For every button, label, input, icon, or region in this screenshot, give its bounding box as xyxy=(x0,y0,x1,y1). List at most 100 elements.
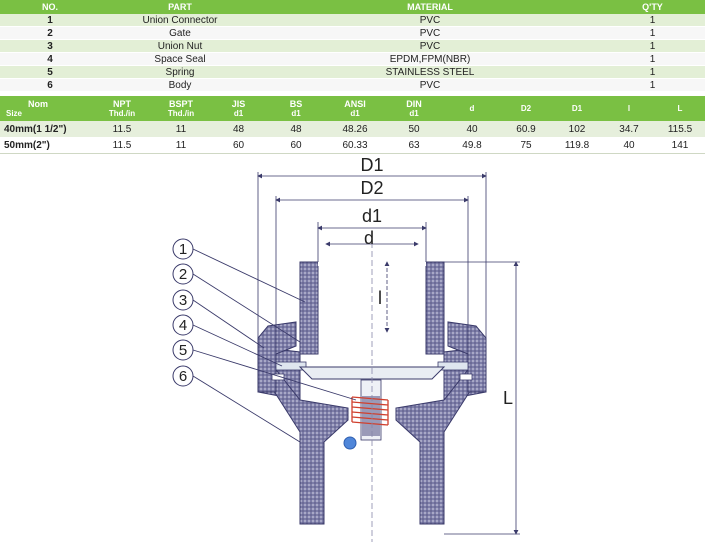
dim-label-D1: D1 xyxy=(360,155,383,175)
table-row: 5 Spring STAINLESS STEEL 1 xyxy=(0,65,705,79)
callout-3: 3 xyxy=(172,289,194,311)
dim-label-d: d xyxy=(364,228,374,248)
callout-4: 4 xyxy=(172,314,194,336)
callout-label: 5 xyxy=(179,342,187,359)
size-header-top: ANSI xyxy=(344,98,366,109)
size-header-top: DIN xyxy=(406,98,422,109)
part-qty: 1 xyxy=(600,78,705,92)
part-name: Union Connector xyxy=(100,14,260,27)
header-no: NO. xyxy=(0,0,100,14)
size-header-top: NPT xyxy=(113,98,131,109)
part-name: Body xyxy=(100,78,260,92)
size-cell: 141 xyxy=(655,137,705,154)
dim-label-l: l xyxy=(378,288,382,308)
callout-label: 4 xyxy=(179,317,187,334)
dim-label-D2: D2 xyxy=(360,178,383,198)
size-header-bottom: l xyxy=(627,104,631,113)
size-cell: 48 xyxy=(210,121,267,137)
size-header-bottom: Thd./in xyxy=(167,108,195,118)
part-no: 3 xyxy=(0,39,100,53)
part-material: EPDM,FPM(NBR) xyxy=(260,52,600,66)
dimension-lines xyxy=(257,172,520,542)
size-cell: 60 xyxy=(267,137,325,154)
part-no: 1 xyxy=(0,14,100,27)
size-header: D2 xyxy=(501,96,551,121)
dim-label-L: L xyxy=(503,388,513,408)
space-seal xyxy=(271,361,473,381)
callout-label: 3 xyxy=(179,292,187,309)
size-header-top: Nom xyxy=(28,98,48,109)
part-name: Gate xyxy=(100,26,260,40)
part-material: PVC xyxy=(260,26,600,40)
part-no: 5 xyxy=(0,65,100,79)
valve-cross-section-diagram: D1 D2 d1 d l L 1 2 3 4 5 6 xyxy=(172,155,520,542)
size-header-bottom: D1 xyxy=(571,104,583,113)
table-row: 4 Space Seal EPDM,FPM(NBR) 1 xyxy=(0,52,705,66)
size-cell: 11 xyxy=(152,121,210,137)
table-row: 6 Body PVC 1 xyxy=(0,78,705,92)
union-nut xyxy=(257,321,487,393)
size-cell: 48.26 xyxy=(325,121,385,137)
part-no: 4 xyxy=(0,52,100,66)
part-material: PVC xyxy=(260,39,600,53)
spring xyxy=(343,379,389,450)
size-cell: 11 xyxy=(152,137,210,154)
header-qty: Q'TY xyxy=(600,0,705,14)
header-part: PART xyxy=(100,0,260,14)
size-cell: 115.5 xyxy=(655,121,705,137)
callout-1: 1 xyxy=(172,238,194,260)
callout-label: 6 xyxy=(179,368,187,385)
part-name: Space Seal xyxy=(100,52,260,66)
size-header-bottom: Size xyxy=(6,108,23,118)
callout-2: 2 xyxy=(172,263,194,285)
size-cell: 34.7 xyxy=(603,121,655,137)
part-no: 2 xyxy=(0,26,100,40)
callout-label: 2 xyxy=(179,266,187,283)
size-header: L xyxy=(655,96,705,121)
size-header-bottom: d1 xyxy=(350,108,360,118)
table-row: 2 Gate PVC 1 xyxy=(0,26,705,40)
size-cell: 11.5 xyxy=(92,121,152,137)
dim-label-d1: d1 xyxy=(362,206,382,226)
size-header-bottom: d1 xyxy=(233,108,244,118)
size-header: d xyxy=(443,96,501,121)
callout-6: 6 xyxy=(172,365,194,387)
part-qty: 1 xyxy=(600,52,705,66)
table-row: 1 Union Connector PVC 1 xyxy=(0,14,705,27)
size-cell: 119.8 xyxy=(551,137,603,154)
part-material: STAINLESS STEEL xyxy=(260,65,600,79)
part-material: PVC xyxy=(260,14,600,27)
part-name: Union Nut xyxy=(100,39,260,53)
header-material: MATERIAL xyxy=(260,0,600,14)
size-cell: 60.33 xyxy=(325,137,385,154)
table-row: 3 Union Nut PVC 1 xyxy=(0,39,705,53)
size-header-bottom: d1 xyxy=(291,108,301,118)
size-header: l xyxy=(603,96,655,121)
table-row: 40mm(1 1/2") 11.5 11 48 48 48.26 50 40 6… xyxy=(0,121,705,137)
size-cell: 40 xyxy=(603,137,655,154)
part-qty: 1 xyxy=(600,39,705,53)
size-header-bottom: Thd./in xyxy=(108,108,136,118)
parts-table-header: NO. PART MATERIAL Q'TY xyxy=(0,0,705,14)
size-cell: 48 xyxy=(267,121,325,137)
parts-table: NO. PART MATERIAL Q'TY 1 Union Connector… xyxy=(0,0,705,92)
size-cell: 75 xyxy=(501,137,551,154)
size-cell: 102 xyxy=(551,121,603,137)
size-header-top: BS xyxy=(289,98,303,109)
size-cell: 50mm(2") xyxy=(0,137,92,154)
size-header-bottom: D2 xyxy=(520,104,532,113)
part-material: PVC xyxy=(260,78,600,92)
part-no: 6 xyxy=(0,78,100,92)
size-cell: 50 xyxy=(385,121,443,137)
size-cell: 11.5 xyxy=(92,137,152,154)
table-row: 50mm(2") 11.5 11 60 60 60.33 63 49.8 75 … xyxy=(0,137,705,154)
callout-leaders xyxy=(192,248,357,443)
size-header: D1 xyxy=(551,96,603,121)
